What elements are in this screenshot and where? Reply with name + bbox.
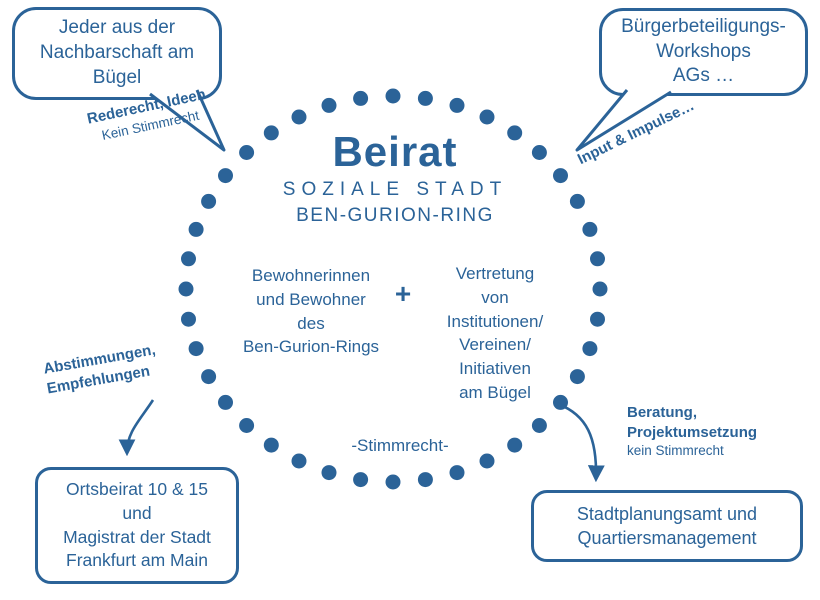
note-input-impulse: Input & Impulse… xyxy=(574,96,697,169)
circle-title: Beirat xyxy=(332,128,458,175)
member-group-institutionen: Vertretung von Institutionen/ Vereinen/ … xyxy=(446,264,544,402)
note-beratung-bold: Beratung, Projektumsetzung xyxy=(627,404,758,441)
note-beratung-projektumsetzung: Beratung, Projektumsetzung kein Stimmrec… xyxy=(627,403,757,460)
box-stadtplanungsamt: Stadtplanungsamt und Quartiersmanagement xyxy=(531,490,803,562)
circle-title-block: Beirat SOZIALE STADT BEN-GURION-RING xyxy=(240,128,550,227)
box-ortsbeirat-magistrat: Ortsbeirat 10 & 15 und Magistrat der Sta… xyxy=(35,467,239,584)
note-kein-stimmrecht-br: kein Stimmrecht xyxy=(627,443,724,458)
bubble-workshops: Bürgerbeteiligungs- Workshops AGs … xyxy=(599,8,808,96)
arrow-to-stadtplanungsamt xyxy=(557,402,605,483)
plus-sign: + xyxy=(394,278,412,309)
circle-subtitle-soziale-stadt: SOZIALE STADT xyxy=(282,179,508,200)
arrow-to-ortsbeirat xyxy=(118,399,155,457)
circle-subtitle-ben-gurion-ring: BEN-GURION-RING xyxy=(296,205,494,226)
bubble-nachbarschaft: Jeder aus der Nachbarschaft am Bügel xyxy=(12,7,222,100)
member-group-bewohner: Bewohnerinnen und Bewohner des Ben-Gurio… xyxy=(242,266,380,357)
stimmrecht-label: -Stimmrecht- xyxy=(351,436,449,455)
note-abstimmungen-empfehlungen: Abstimmungen, Empfehlungen xyxy=(42,341,157,397)
